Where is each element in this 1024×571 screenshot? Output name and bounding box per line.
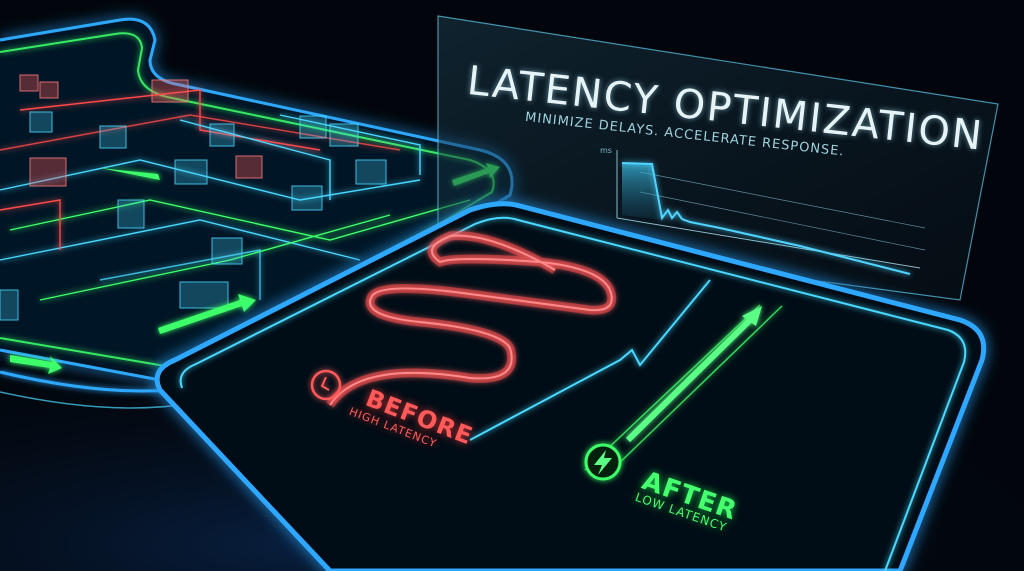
winding-red-path xyxy=(326,231,617,408)
comparison-board xyxy=(154,201,987,571)
straight-green-arrow xyxy=(584,304,783,471)
latency-chart xyxy=(616,150,926,275)
lightning-bolt-icon xyxy=(584,443,622,481)
data-packet-cards xyxy=(0,74,387,321)
clock-icon xyxy=(310,369,342,401)
chart-y-unit: ms xyxy=(600,146,612,155)
